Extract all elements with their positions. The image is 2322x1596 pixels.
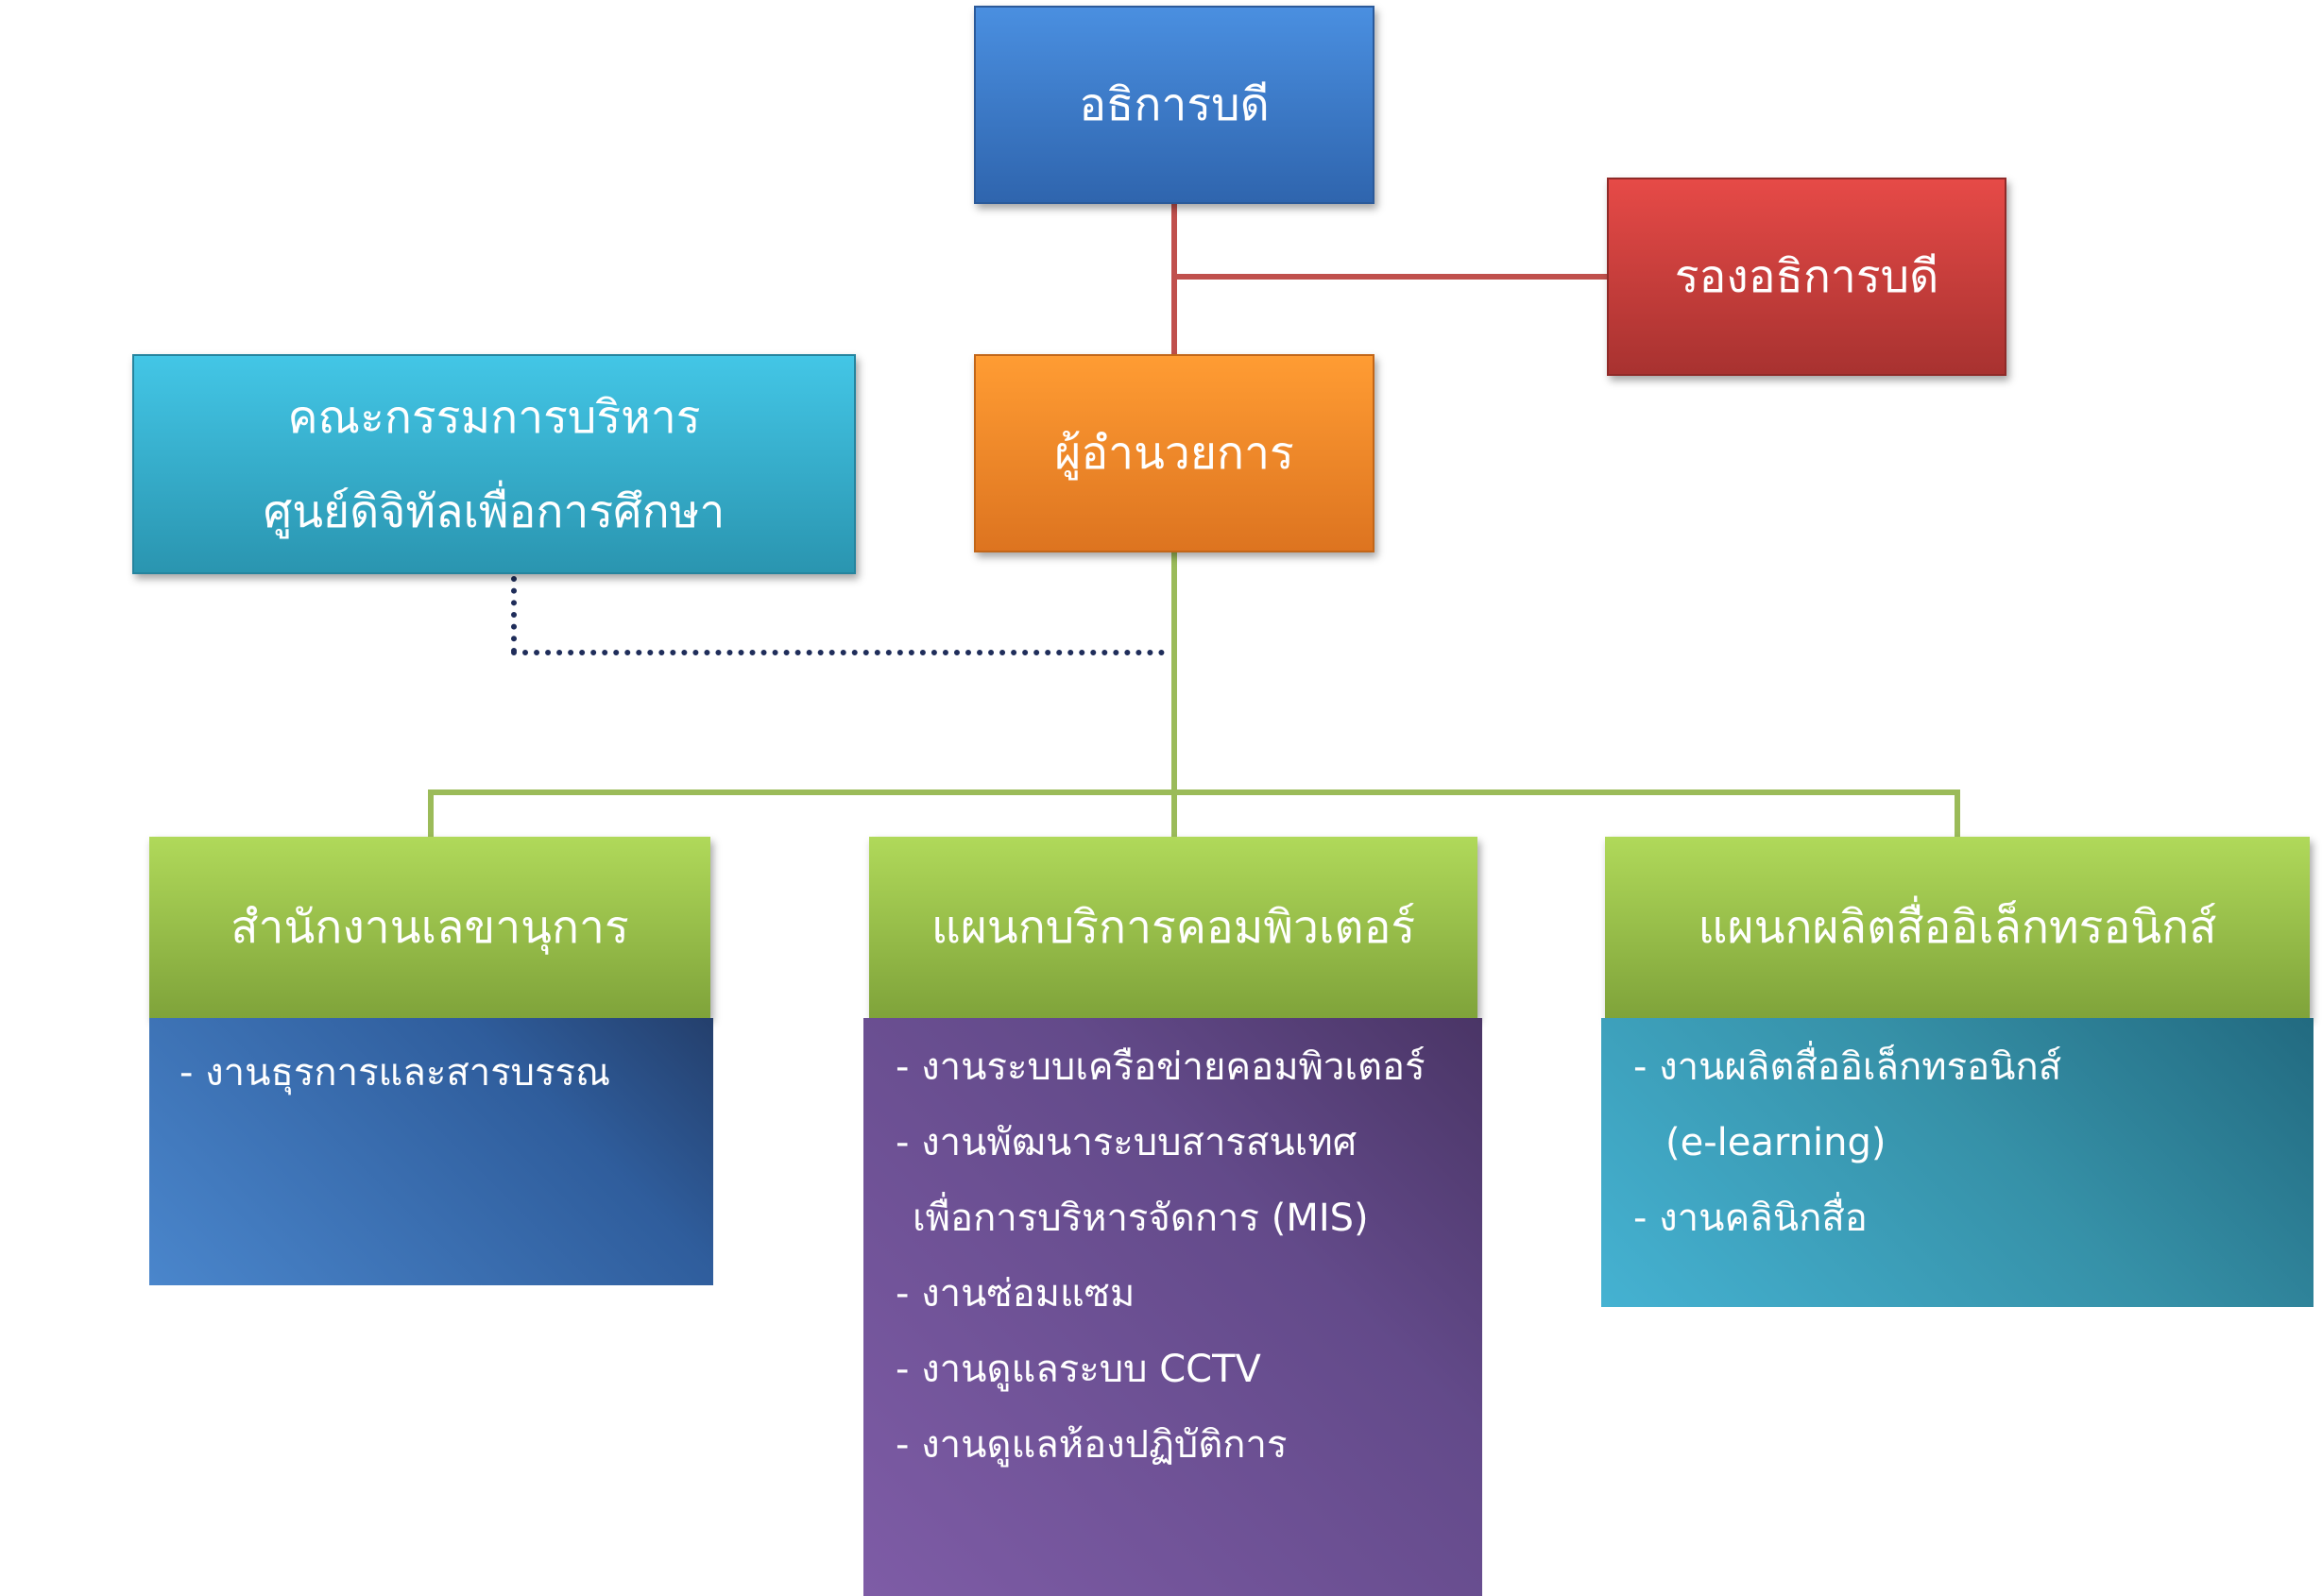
dept-computer-title: แผนกบริการคอมพิวเตอร์ bbox=[931, 901, 1416, 954]
task-item: - งานดูแลห้องปฏิบัติการ bbox=[896, 1423, 1288, 1467]
dept-secretary-header[interactable]: สำนักงานเลขานุการ bbox=[149, 837, 710, 1018]
dotted-connector-committee-horizontal bbox=[511, 650, 1165, 655]
director-label: ผู้อำนวยการ bbox=[1054, 427, 1294, 480]
connector-dept-bus bbox=[428, 790, 1960, 795]
task-item: - งานดูแลระบบ CCTV bbox=[896, 1348, 1261, 1391]
director-box[interactable]: ผู้อำนวยการ bbox=[974, 354, 1374, 552]
dept-media-tasks: - งานผลิตสื่ออิเล็กทรอนิกส์ (e-learning)… bbox=[1601, 1018, 2313, 1307]
president-label: อธิการบดี bbox=[1079, 78, 1270, 131]
committee-line2: ศูนย์ดิจิทัลเพื่อการศึกษา bbox=[263, 484, 726, 538]
task-item: - งานคลินิกสื่อ bbox=[1633, 1197, 1868, 1240]
dept-media-header[interactable]: แผนกผลิตสื่ออิเล็กทรอนิกส์ bbox=[1605, 837, 2310, 1018]
dept-secretary-tasks: - งานธุรการและสารบรรณ bbox=[149, 1018, 713, 1285]
task-item: - งานธุรการและสารบรรณ bbox=[179, 1051, 611, 1095]
dept-computer-tasks: - งานระบบเครือข่ายคอมพิวเตอร์ - งานพัฒนา… bbox=[863, 1018, 1482, 1596]
connector-dept-right bbox=[1955, 790, 1960, 839]
vice-president-box[interactable]: รองอธิการบดี bbox=[1607, 178, 2006, 376]
task-item: - งานผลิตสื่ออิเล็กทรอนิกส์ bbox=[1633, 1045, 2062, 1089]
dept-media-title: แผนกผลิตสื่ออิเล็กทรอนิกส์ bbox=[1698, 901, 2217, 954]
committee-box[interactable]: คณะกรรมการบริหาร ศูนย์ดิจิทัลเพื่อการศึก… bbox=[132, 354, 856, 574]
dept-secretary-title: สำนักงานเลขานุการ bbox=[230, 901, 629, 954]
connector-president-director bbox=[1171, 204, 1177, 355]
connector-vice-president bbox=[1171, 274, 1608, 280]
task-item: เพื่อการบริหารจัดการ (MIS) bbox=[913, 1197, 1369, 1240]
connector-director-depts bbox=[1171, 552, 1177, 838]
president-box[interactable]: อธิการบดี bbox=[974, 6, 1374, 204]
task-item: - งานซ่อมแซม bbox=[896, 1272, 1135, 1316]
committee-line1: คณะกรรมการบริหาร bbox=[287, 390, 701, 444]
dept-computer-header[interactable]: แผนกบริการคอมพิวเตอร์ bbox=[869, 837, 1477, 1018]
task-item: - งานระบบเครือข่ายคอมพิวเตอร์ bbox=[896, 1045, 1426, 1089]
task-item: (e-learning) bbox=[1665, 1121, 1887, 1164]
task-item: - งานพัฒนาระบบสารสนเทศ bbox=[896, 1121, 1357, 1164]
connector-dept-left bbox=[428, 790, 434, 839]
vice-president-label: รองอธิการบดี bbox=[1674, 250, 1939, 303]
dotted-connector-committee-vertical bbox=[511, 576, 517, 654]
